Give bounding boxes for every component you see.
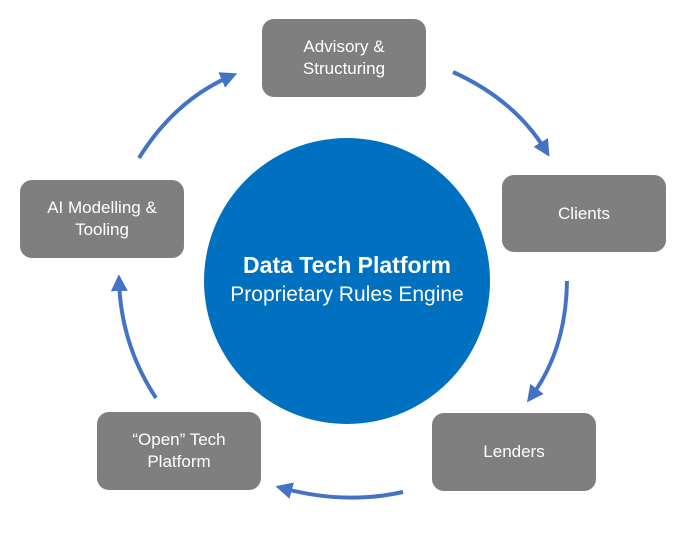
node-advisory-structuring: Advisory & Structuring xyxy=(262,19,426,97)
node-label-line: Structuring xyxy=(302,59,386,78)
node-label-line: AI Modelling & xyxy=(47,198,157,217)
node-ai-modelling-tooling: AI Modelling & Tooling xyxy=(20,180,184,258)
hub-subtitle: Proprietary Rules Engine xyxy=(230,283,464,306)
node-label-line: Tooling xyxy=(75,220,129,239)
node-clients: Clients xyxy=(502,175,666,252)
node-label-line: Platform xyxy=(147,452,211,471)
node-open-tech-platform: “Open” Tech Platform xyxy=(97,412,261,490)
arrow-lenders-to-open-tech xyxy=(275,482,404,500)
arrow-open-tech-to-ai xyxy=(110,274,158,400)
hub-title: Data Tech Platform xyxy=(243,252,451,278)
node-label-line: Advisory & xyxy=(303,37,385,56)
arrow-ai-to-advisory xyxy=(137,72,238,160)
arrow-clients-to-lenders xyxy=(526,280,569,403)
node-label-line: Lenders xyxy=(483,442,545,461)
node-label-line: “Open” Tech xyxy=(132,430,226,449)
node-label-line: Clients xyxy=(558,203,610,223)
node-lenders: Lenders xyxy=(432,413,596,491)
data-tech-platform-hub: Data Tech Platform Proprietary Rules Eng… xyxy=(204,138,490,424)
arrow-advisory-to-clients xyxy=(452,70,550,157)
